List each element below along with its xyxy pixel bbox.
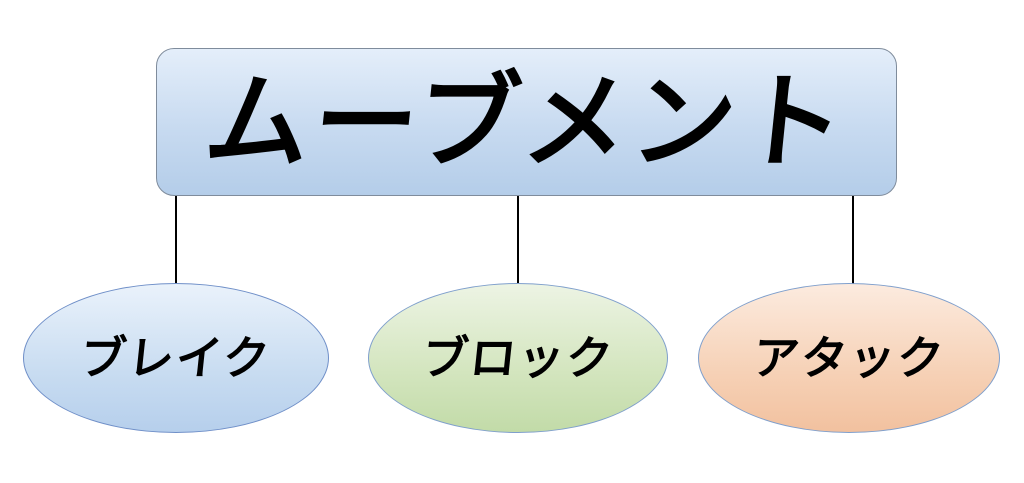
child-node-break: ブレイク [23, 283, 329, 433]
child-node-attack-label: アタック [750, 331, 948, 385]
connector-line-left [175, 196, 177, 284]
child-node-block: ブロック [368, 283, 668, 433]
child-node-attack: アタック [698, 283, 1000, 433]
child-node-break-label: ブレイク [77, 331, 275, 385]
root-node-label: ムーブメント [199, 61, 854, 183]
connector-line-right [852, 196, 854, 284]
child-node-block-label: ブロック [419, 331, 617, 385]
root-node-box: ムーブメント [156, 48, 897, 196]
connector-line-center [517, 196, 519, 284]
